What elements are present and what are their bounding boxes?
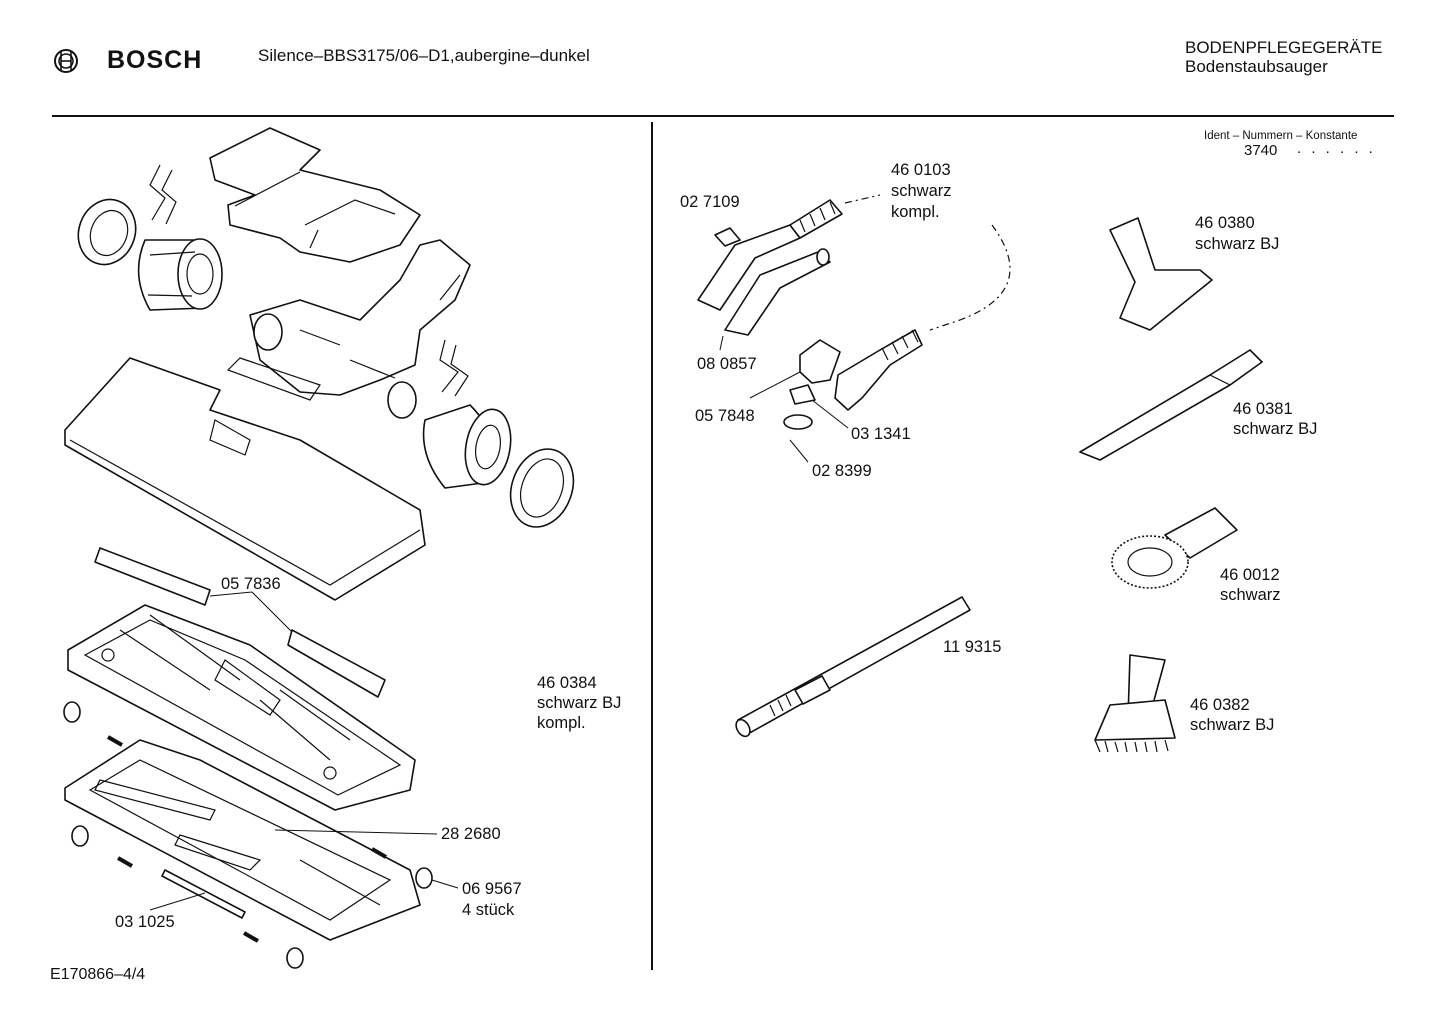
part-desc-460103-color: schwarz: [891, 182, 952, 200]
wheel-right-drawing: [422, 404, 512, 489]
part-label-119315: 11 9315: [943, 638, 1002, 656]
part-desc-460384-set: kompl.: [537, 714, 586, 732]
model-title: Silence–BBS3175/06–D1,aubergine–dunkel: [258, 46, 590, 65]
part-desc-069567-qty: 4 stück: [462, 901, 515, 919]
ident-number: 3740: [1244, 142, 1278, 159]
ident-dots: . . . . . .: [1297, 140, 1376, 157]
strip-057836-drawing: [94, 547, 386, 698]
crevice-tool-460380-drawing: [1109, 217, 1213, 331]
wheel-ring-right-drawing: [509, 448, 575, 528]
part-label-031025: 03 1025: [115, 913, 175, 931]
part-label-282680: 28 2680: [441, 825, 501, 843]
part-label-460380: 46 0380: [1195, 214, 1255, 232]
wheel-left-drawing: [137, 238, 223, 311]
nozzle-housing-drawing: [64, 357, 426, 601]
pin-drawing: [107, 735, 387, 943]
document-id: E170866–4/4: [50, 966, 146, 983]
sole-plate-upper-drawing: [67, 604, 416, 811]
part-desc-460012-color: schwarz: [1220, 586, 1281, 604]
bosch-logo-icon: [54, 49, 78, 73]
part-label-080857: 08 0857: [697, 355, 757, 373]
part-label-460384: 46 0384: [537, 674, 597, 692]
part-label-031341: 03 1341: [851, 425, 911, 443]
part-label-460382: 46 0382: [1190, 696, 1250, 714]
part-desc-460381-color: schwarz BJ: [1233, 420, 1318, 438]
wheel-ring-left-drawing: [77, 198, 137, 266]
hose-connector-drawing: [834, 329, 923, 411]
part-desc-460384-color: schwarz BJ: [537, 694, 622, 712]
part-label-057836: 05 7836: [221, 575, 281, 593]
elbow-057848-drawing: [783, 339, 841, 430]
nozzle-top-cover-drawing: [209, 127, 421, 263]
part-label-027109: 02 7109: [680, 193, 740, 211]
brush-460382-drawing: [1094, 654, 1176, 753]
header-rule: [52, 115, 1394, 117]
part-desc-460380-color: schwarz BJ: [1195, 235, 1280, 253]
brush-460012-drawing: [1111, 507, 1238, 589]
swivel-joint-drawing: [249, 239, 471, 419]
part-label-028399: 02 8399: [812, 462, 872, 480]
part-label-460012: 46 0012: [1220, 566, 1280, 584]
panel-divider: [651, 122, 653, 970]
clip-left-drawing: [149, 164, 177, 225]
hose-handle-drawing: [697, 199, 843, 336]
crevice-tool-460381-drawing: [1079, 349, 1263, 461]
ident-caption: Ident – Nummern – Konstante: [1204, 130, 1358, 142]
category-heading: BODENPFLEGEGERÄTE: [1185, 38, 1383, 57]
strip-031025-drawing: [161, 869, 246, 919]
brand-name: BOSCH: [107, 46, 203, 74]
hose-clip-027109-drawing: [714, 227, 741, 247]
part-label-069567: 06 9567: [462, 880, 522, 898]
category-subheading: Bodenstaubsauger: [1185, 57, 1328, 76]
clip-right-drawing: [439, 339, 469, 397]
part-desc-460103-set: kompl.: [891, 203, 940, 221]
part-label-460103: 46 0103: [891, 161, 951, 179]
extension-tube-119315-drawing: [735, 596, 971, 738]
part-desc-460382-color: schwarz BJ: [1190, 716, 1275, 734]
roller-drawing: [63, 701, 433, 969]
part-label-460381: 46 0381: [1233, 400, 1293, 418]
sole-plate-lower-drawing: [64, 739, 421, 941]
part-label-057848: 05 7848: [695, 407, 755, 425]
